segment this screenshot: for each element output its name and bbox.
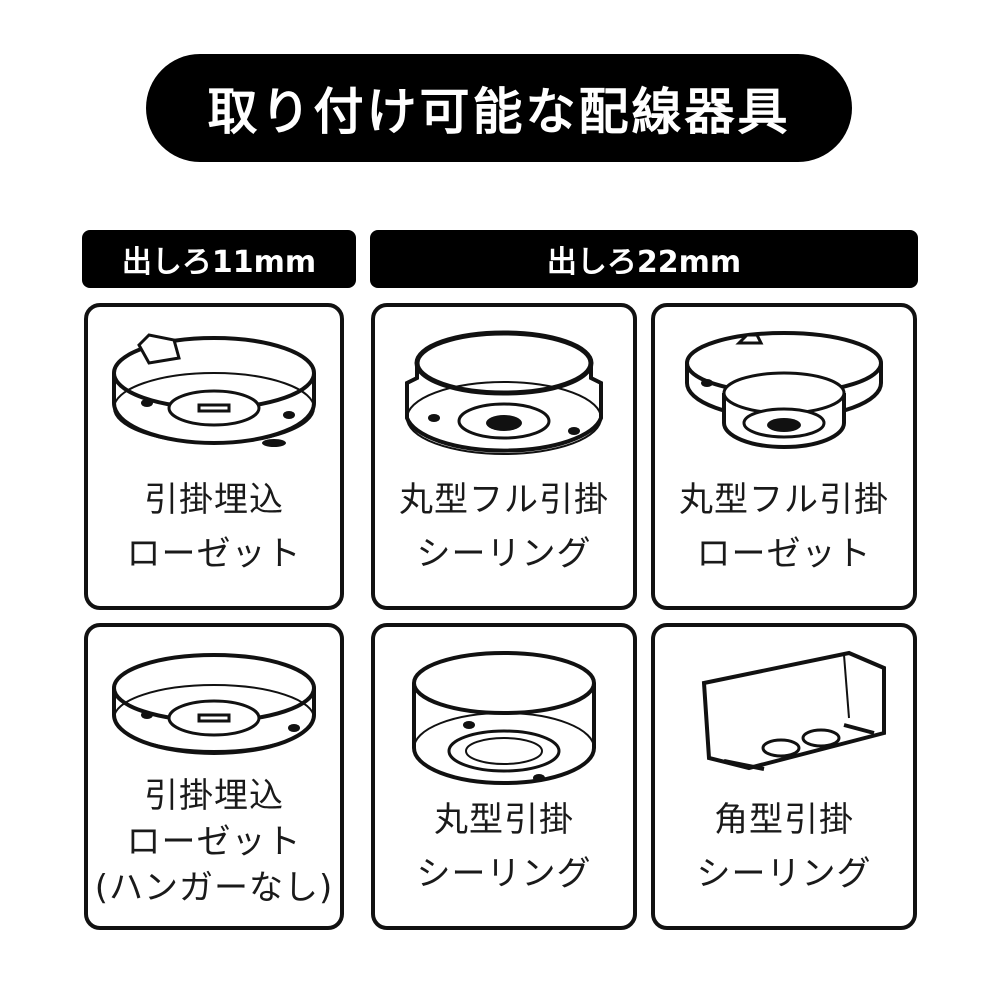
embedded-rosette-no-hanger-icon	[112, 653, 316, 755]
card-label: 丸型フル引掛 シーリング	[399, 480, 609, 574]
page-title-text: 取り付け可能な配線器具	[207, 83, 791, 141]
card-embedded-rosette-no-hanger: 引掛埋込 ローゼット (ハンガーなし)	[84, 623, 344, 930]
card-label: 引掛埋込 ローゼット	[126, 480, 302, 574]
round-ceiling-icon	[412, 651, 596, 785]
card-label: 丸型フル引掛 ローゼット	[679, 480, 889, 574]
card-embedded-rosette: 引掛埋込 ローゼット	[84, 303, 344, 610]
card-square-ceiling: 角型引掛 シーリング	[651, 623, 917, 930]
group-label-text: 出しろ11mm	[121, 245, 317, 280]
card-round-ceiling: 丸型引掛 シーリング	[371, 623, 637, 930]
square-ceiling-icon	[701, 650, 886, 771]
group-label-11mm: 出しろ11mm	[82, 230, 356, 288]
group-label-text: 出しろ22mm	[546, 245, 742, 280]
round-full-ceiling-icon	[405, 330, 603, 455]
group-label-22mm: 出しろ22mm	[370, 230, 918, 288]
card-round-full-rosette: 丸型フル引掛 ローゼット	[651, 303, 917, 610]
page-title: 取り付け可能な配線器具	[146, 54, 852, 162]
card-label: 丸型引掛 シーリング	[416, 800, 592, 894]
round-full-rosette-icon	[685, 331, 883, 449]
card-round-full-ceiling: 丸型フル引掛 シーリング	[371, 303, 637, 610]
card-label: 角型引掛 シーリング	[696, 800, 872, 894]
card-label: 引掛埋込 ローゼット (ハンガーなし)	[94, 776, 334, 908]
embedded-rosette-with-hanger-icon	[112, 333, 316, 447]
